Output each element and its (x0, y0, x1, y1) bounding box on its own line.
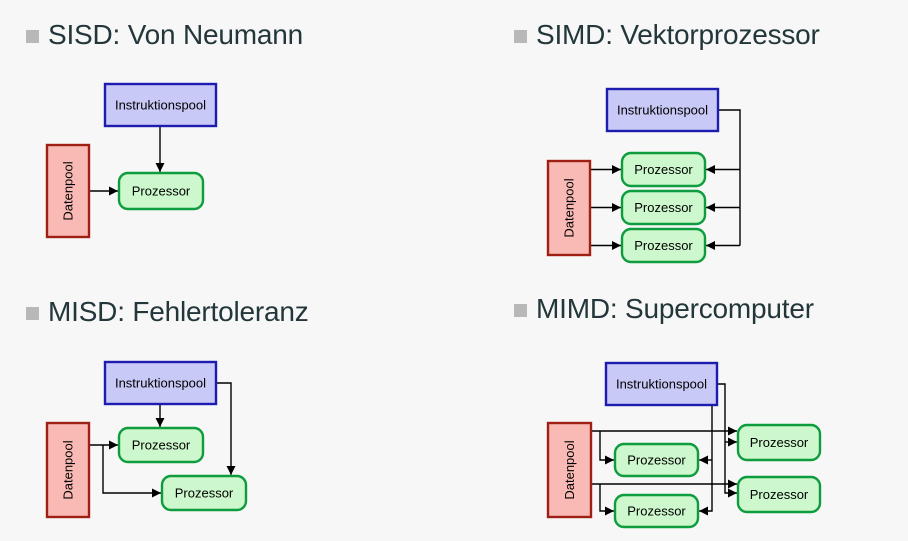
title-text: SIMD: Vektorprozessor (536, 19, 820, 50)
slide-title-simd: SIMD: Vektorprozessor (514, 18, 820, 52)
processor-box (736, 475, 822, 514)
instruction-pool-label: Instruktionspool (617, 103, 708, 118)
title-text: SISD: Von Neumann (48, 19, 303, 50)
instruction-pool-box (103, 360, 218, 406)
instruction-pool-box (103, 82, 218, 128)
data-pool-label: Datenpool (61, 161, 76, 220)
processor-box (620, 151, 707, 188)
processor-label: Prozessor (634, 200, 693, 215)
processor-box (160, 474, 248, 512)
arrow-data-to-mid-processor (599, 484, 614, 516)
processor-label: Prozessor (634, 238, 693, 253)
bullet-square-icon (26, 307, 39, 320)
processor-label: Prozessor (750, 487, 809, 502)
processor-box (117, 171, 205, 211)
sisd-diagram: Instruktionspool Datenpool Prozessor (45, 82, 218, 239)
slide-title-sisd: SISD: Von Neumann (26, 18, 303, 52)
data-pool-label: Datenpool (562, 440, 577, 499)
instruction-bus-line (718, 109, 741, 246)
processor-box (620, 189, 707, 226)
processor-label: Prozessor (175, 486, 234, 501)
slide-title-misd: MISD: Fehlertoleranz (26, 295, 309, 329)
processor-label: Prozessor (634, 162, 693, 177)
data-pool-label: Datenpool (562, 178, 577, 237)
processor-box (117, 426, 205, 464)
bullet-square-icon (26, 30, 39, 43)
bullet-square-icon (514, 304, 527, 317)
instruction-pool-box (605, 87, 720, 133)
data-pool-box (546, 159, 592, 257)
title-text: MISD: Fehlertoleranz (48, 296, 309, 327)
processor-label: Prozessor (750, 435, 809, 450)
processor-label: Prozessor (627, 504, 686, 519)
instruction-pool-label: Instruktionspool (115, 98, 206, 113)
processor-box (620, 227, 707, 264)
instruction-pool-label: Instruktionspool (616, 377, 707, 392)
data-pool-box (45, 143, 91, 239)
data-pool-box (546, 421, 593, 519)
bullet-square-icon (514, 30, 527, 43)
processor-box (736, 423, 822, 462)
processor-label: Prozessor (627, 453, 686, 468)
instruction-pool-box (604, 361, 719, 407)
processor-box (613, 493, 700, 529)
slide-title-mimd: MIMD: Supercomputer (514, 292, 814, 326)
title-text: MIMD: Supercomputer (536, 293, 814, 324)
data-pool-label: Datenpool (61, 440, 76, 499)
arrow-data-to-processor2 (102, 445, 161, 498)
arrow-instruction-to-processor2 (216, 382, 236, 475)
instruction-line-to-mid-processors (699, 405, 713, 516)
simd-diagram: Instruktionspool Datenpool Prozessor Pro… (546, 87, 741, 264)
mimd-diagram: Instruktionspool Datenpool Prozessor Pro… (546, 361, 822, 529)
instruction-pool-label: Instruktionspool (115, 376, 206, 391)
data-pool-box (45, 421, 91, 519)
processor-label: Prozessor (132, 438, 191, 453)
instruction-line-to-right-processors (717, 383, 737, 498)
misd-diagram: Instruktionspool Datenpool Prozessor Pro… (45, 360, 248, 519)
processor-label: Prozessor (132, 184, 191, 199)
processor-box (613, 442, 700, 478)
arrow-data-to-mid-processor (599, 431, 614, 465)
